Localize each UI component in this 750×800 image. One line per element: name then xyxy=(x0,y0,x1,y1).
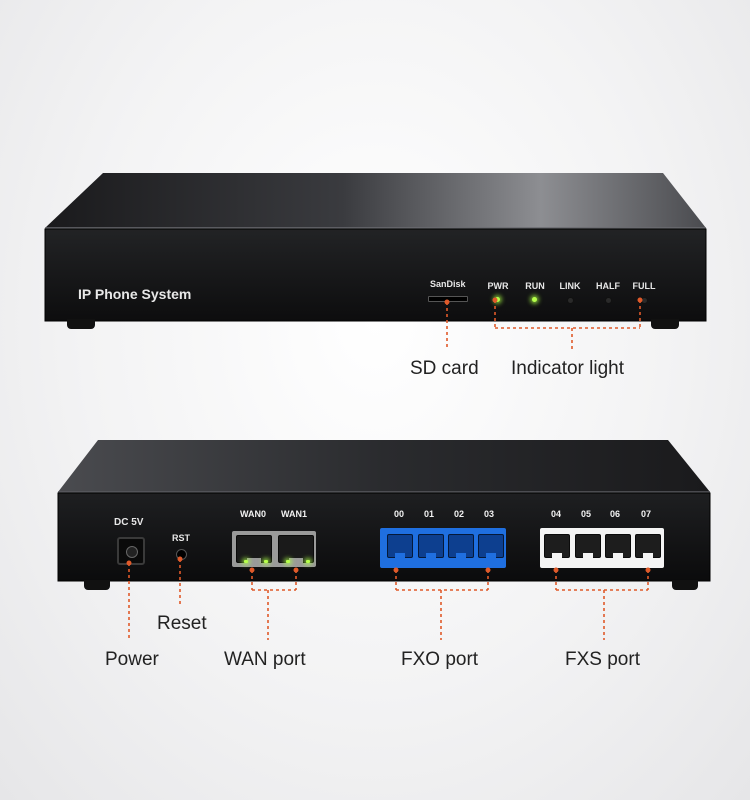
indicator-led-half xyxy=(605,297,612,304)
fxo-port-label: 00 xyxy=(393,509,404,519)
fxs-port-jack xyxy=(605,534,631,558)
fxs-port-label: 05 xyxy=(580,509,591,519)
sd-card-callout: SD card xyxy=(410,358,479,379)
fxo-port-jack xyxy=(448,534,474,558)
indicator-light-callout: Indicator light xyxy=(511,358,625,379)
wan-status-led xyxy=(244,560,248,563)
indicator-led-pwr xyxy=(495,297,500,302)
sd-brand-label: SanDisk xyxy=(430,279,466,289)
wan-port-jack xyxy=(278,535,314,563)
rear-right-foot xyxy=(672,580,698,590)
indicator-label-run: RUN xyxy=(525,281,545,291)
fxo-port-label: 03 xyxy=(483,509,494,519)
fxo-port-callout: FXO port xyxy=(401,649,479,670)
reset-label: RST xyxy=(172,533,190,543)
fxs-port-label: 04 xyxy=(550,509,561,519)
wan-status-led xyxy=(286,560,290,563)
indicator-label-full: FULL xyxy=(632,281,656,291)
indicator-led-run xyxy=(532,297,537,302)
front-right-foot xyxy=(651,319,679,329)
fxo-port-jack xyxy=(418,534,444,558)
fxo-port-label: 01 xyxy=(423,509,434,519)
indicator-label-half: HALF xyxy=(596,281,620,291)
fxs-port-callout: FXS port xyxy=(565,649,640,670)
wan-status-led xyxy=(306,560,310,563)
indicator-label-link: LINK xyxy=(559,281,581,291)
fxo-port-jack xyxy=(478,534,504,558)
indicator-led-link xyxy=(567,297,574,304)
fxs-port-jack xyxy=(544,534,570,558)
fxs-port-label: 06 xyxy=(609,509,620,519)
fxs-port-jack xyxy=(575,534,601,558)
fxs-port-label: 07 xyxy=(640,509,651,519)
wan-port-callout: WAN port xyxy=(224,649,306,670)
wan-port-label: WAN0 xyxy=(239,509,266,519)
reset-callout: Reset xyxy=(157,613,207,634)
power-label: DC 5V xyxy=(114,517,144,528)
wan-port-label: WAN1 xyxy=(280,509,307,519)
wan-port-jack xyxy=(236,535,272,563)
front-left-foot xyxy=(67,319,95,329)
indicator-label-pwr: PWR xyxy=(487,281,509,291)
rear-left-foot xyxy=(84,580,110,590)
fxo-port-jack xyxy=(387,534,413,558)
fxs-port-jack xyxy=(635,534,661,558)
fxo-port-label: 02 xyxy=(453,509,464,519)
power-callout: Power xyxy=(105,649,159,670)
brand-label: IP Phone System xyxy=(78,286,192,302)
front-device-body xyxy=(44,173,707,322)
wan-status-led xyxy=(264,560,268,563)
